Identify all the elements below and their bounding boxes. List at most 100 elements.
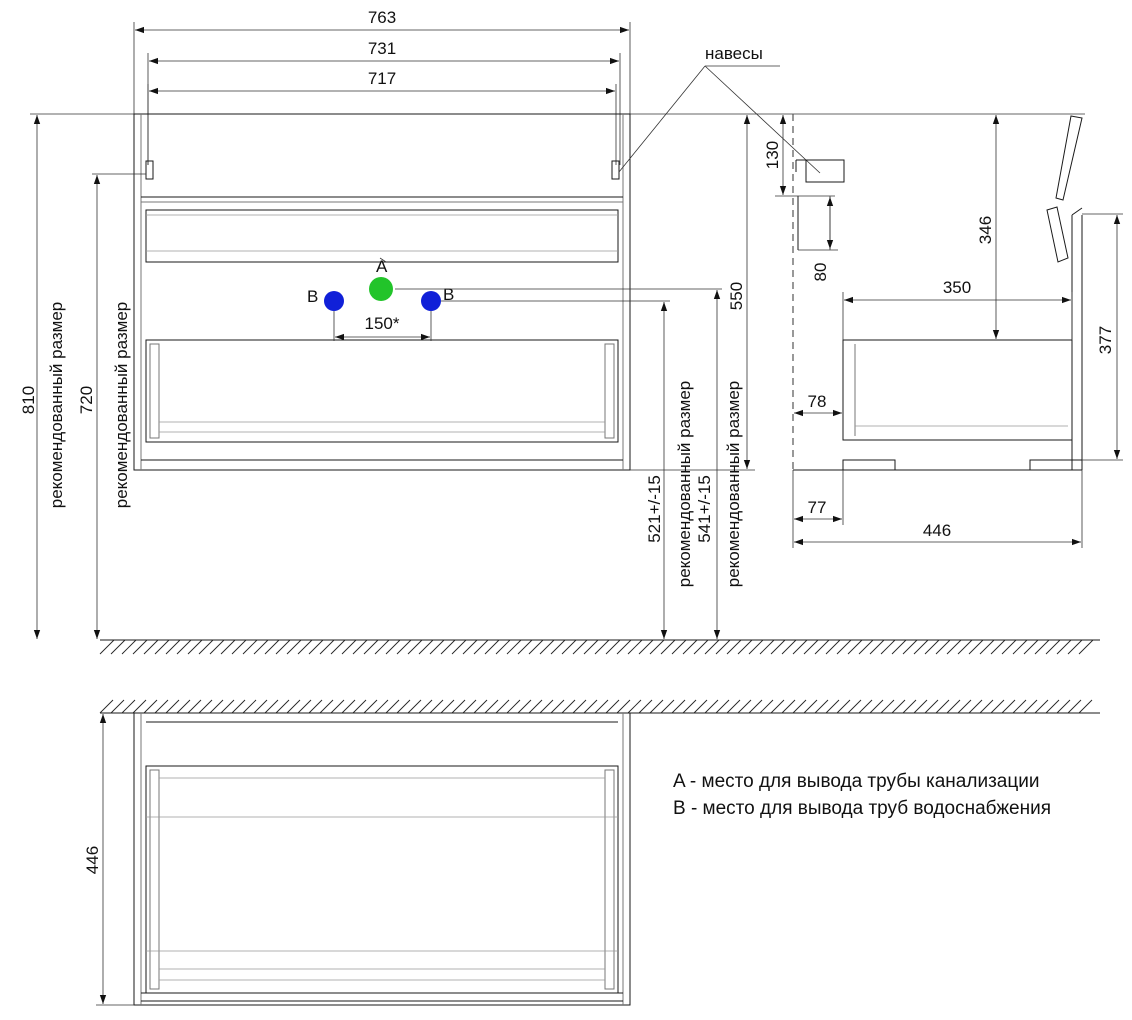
hatch-stroke <box>143 699 158 714</box>
water-point-b-left <box>324 291 344 311</box>
dim-446-top: 446 <box>83 846 102 874</box>
hatch-stroke <box>495 639 511 655</box>
hatch-stroke <box>924 639 940 655</box>
hatch-stroke <box>231 699 246 714</box>
hatch-stroke <box>154 699 169 714</box>
hatch-stroke <box>1045 639 1061 655</box>
hatch-stroke <box>616 639 632 655</box>
hatch-stroke <box>924 699 939 714</box>
hatch-stroke <box>352 639 368 655</box>
hatch-stroke <box>616 699 631 714</box>
hatch-stroke <box>836 639 852 655</box>
hatch-stroke <box>913 639 929 655</box>
side-foot-right <box>1029 459 1073 471</box>
hatch-stroke <box>528 639 544 655</box>
hatch-stroke <box>660 639 676 655</box>
hatch-stroke <box>110 699 125 714</box>
hatch-stroke <box>1023 699 1038 714</box>
hatch-stroke <box>330 639 346 655</box>
hatch-stroke <box>209 639 225 655</box>
hatch-stroke <box>462 699 477 714</box>
hatch-stroke <box>792 639 808 655</box>
hatch-stroke <box>176 639 192 655</box>
hatch-stroke <box>143 639 159 655</box>
dim-446-side: 446 <box>923 521 951 540</box>
hatch-stroke <box>374 699 389 714</box>
side-top-panel <box>1055 115 1083 201</box>
hatch-stroke <box>198 699 213 714</box>
dim-550: 550 <box>727 282 746 310</box>
hatch-stroke <box>165 639 181 655</box>
hatch-stroke <box>253 639 269 655</box>
hatch-stroke <box>418 699 433 714</box>
hatch-stroke <box>99 639 115 655</box>
hatch-stroke <box>726 639 742 655</box>
hatch-stroke <box>979 639 995 655</box>
hatch-stroke <box>385 699 400 714</box>
hatch-stroke <box>264 639 280 655</box>
hatch-stroke <box>880 699 895 714</box>
hatch-stroke <box>242 639 258 655</box>
hatch-stroke <box>968 699 983 714</box>
hatch-stroke <box>440 699 455 714</box>
hatch-stroke <box>660 699 675 714</box>
hatch-stroke <box>473 699 488 714</box>
hatch-stroke <box>539 699 554 714</box>
hatch-stroke <box>572 639 588 655</box>
hatch-stroke <box>363 699 378 714</box>
hatch-stroke <box>649 699 664 714</box>
side-hinge <box>805 159 845 183</box>
hatch-stroke <box>473 639 489 655</box>
hatch-stroke <box>759 699 774 714</box>
hatch-stroke <box>847 699 862 714</box>
top-drawer <box>145 209 619 263</box>
hatch-stroke <box>132 699 147 714</box>
hatch-stroke <box>231 639 247 655</box>
hatch-stroke <box>462 639 478 655</box>
hatch-stroke <box>891 699 906 714</box>
hatch-stroke <box>275 699 290 714</box>
dim-346: 346 <box>976 216 995 244</box>
hatch-stroke <box>1078 699 1093 714</box>
hatch-stroke <box>957 699 972 714</box>
hatch-stroke <box>781 699 796 714</box>
hatch-stroke <box>187 699 202 714</box>
hatch-stroke <box>803 639 819 655</box>
hatch-stroke <box>847 639 863 655</box>
hatch-stroke <box>176 699 191 714</box>
hatch-stroke <box>1001 639 1017 655</box>
hatch-stroke <box>1012 699 1027 714</box>
hatch-stroke <box>1034 639 1050 655</box>
hatch-stroke <box>396 699 411 714</box>
hatch-stroke <box>528 699 543 714</box>
hatch-stroke <box>121 699 136 714</box>
hatch-stroke <box>550 699 565 714</box>
hatch-stroke <box>319 639 335 655</box>
top-view-drawer <box>145 765 619 994</box>
hatch-stroke <box>341 639 357 655</box>
dim-377: 377 <box>1096 326 1115 354</box>
hatch-stroke <box>594 699 609 714</box>
hatch-stroke <box>308 699 323 714</box>
hatch-stroke <box>1056 699 1071 714</box>
hatch-stroke <box>858 639 874 655</box>
hatch-stroke <box>715 639 731 655</box>
hatch-stroke <box>352 699 367 714</box>
legend-a: A - место для вывода трубы канализации <box>673 771 1039 792</box>
floor-hatching <box>99 639 1094 655</box>
hatch-stroke <box>319 699 334 714</box>
hatch-stroke <box>1012 639 1028 655</box>
hatch-stroke <box>407 699 422 714</box>
hatch-stroke <box>286 639 302 655</box>
hatch-stroke <box>583 639 599 655</box>
hatch-stroke <box>561 639 577 655</box>
bottom-drawer <box>145 339 619 443</box>
hatch-stroke <box>814 639 830 655</box>
hatch-stroke <box>594 639 610 655</box>
water-point-b-right <box>421 291 441 311</box>
hatch-stroke <box>748 699 763 714</box>
hatch-stroke <box>726 699 741 714</box>
hatch-stroke <box>484 639 500 655</box>
hatch-stroke <box>1045 699 1060 714</box>
hatch-stroke <box>968 639 984 655</box>
